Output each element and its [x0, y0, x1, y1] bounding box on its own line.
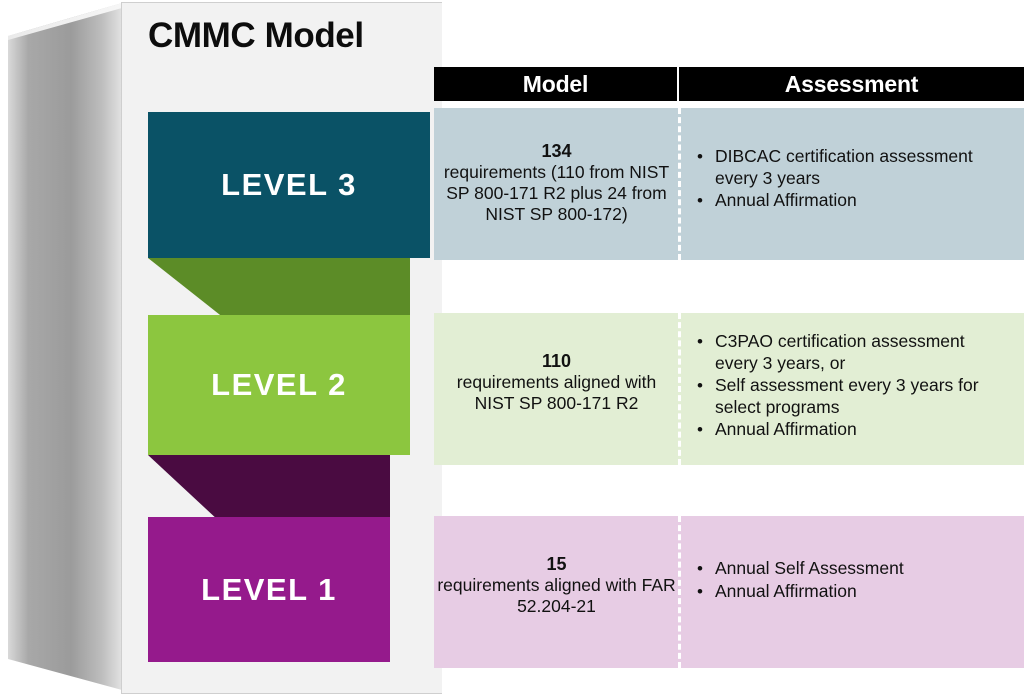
bullet-icon: •	[697, 376, 703, 395]
model-text-level-3: requirements (110 from NIST SP 800-171 R…	[443, 162, 670, 224]
model-cell-level-1: 15 requirements aligned with FAR 52.204-…	[437, 553, 676, 617]
level-bar-label-3: LEVEL 3	[221, 167, 357, 202]
model-count-level-1: 15	[546, 554, 567, 574]
assessment-cell-level-3: • DIBCAC certification assessment every 3…	[690, 146, 1012, 213]
assessment-list-item: • DIBCAC certification assessment every 3…	[697, 146, 1012, 189]
assessment-list-item-label: Annual Affirmation	[715, 190, 857, 210]
assessment-list-item-label: C3PAO certification assessment every 3 y…	[715, 331, 965, 373]
assessment-list-item: • Annual Self Assessment	[697, 558, 1012, 580]
level-bar-label-1: LEVEL 1	[201, 571, 337, 607]
model-cell-level-2: 110 requirements aligned with NIST SP 80…	[437, 350, 676, 414]
column-divider-level-1	[678, 516, 681, 668]
row-band-level-3	[434, 108, 1024, 260]
assessment-list-item: • Annual Affirmation	[697, 190, 1012, 212]
bullet-icon: •	[697, 420, 703, 439]
bullet-icon: •	[697, 581, 703, 601]
level-bar-level-3: LEVEL 3	[148, 112, 430, 258]
assessment-cell-level-1: • Annual Self Assessment • Annual Affirmati…	[690, 558, 1012, 603]
assessment-list-item: • Annual Affirmation	[697, 580, 1012, 603]
level-bar-level-1: LEVEL 1	[148, 517, 390, 662]
bullet-icon: •	[697, 147, 703, 166]
assessment-list-level-1: • Annual Self Assessment • Annual Affirmati…	[690, 558, 1012, 602]
assessment-list-item-label: Annual Self Assessment	[715, 558, 904, 578]
column-divider-level-2	[678, 313, 681, 465]
row-band-level-2	[434, 313, 1024, 465]
assessment-cell-level-2: • C3PAO certification assessment every 3 …	[690, 331, 1012, 442]
assessment-list-item: • Annual Affirmation	[697, 419, 1012, 441]
model-text-level-1: requirements aligned with FAR 52.204-21	[437, 575, 676, 616]
column-header-model: Model	[434, 67, 677, 101]
assessment-list-item-label: DIBCAC certification assessment every 3 …	[715, 146, 973, 188]
model-text-level-2: requirements aligned with NIST SP 800-17…	[456, 372, 657, 413]
model-cell-level-3: 134 requirements (110 from NIST SP 800-1…	[437, 140, 676, 225]
assessment-list-item-label: Annual Affirmation	[715, 419, 857, 439]
bullet-icon: •	[697, 332, 703, 351]
column-header-assessment: Assessment	[679, 67, 1024, 101]
level-bar-label-2: LEVEL 2	[211, 367, 347, 402]
row-band-level-1	[434, 516, 1024, 668]
assessment-list-item-label: Annual Affirmation	[715, 580, 857, 601]
column-divider-level-3	[678, 108, 681, 260]
page-title: CMMC Model	[148, 16, 364, 55]
assessment-list-item: • Self assessment every 3 years for selec…	[697, 375, 1012, 418]
assessment-list-level-3: • DIBCAC certification assessment every 3…	[690, 146, 1012, 212]
assessment-list-item-label: Self assessment every 3 years for select…	[715, 375, 979, 417]
level-bar-level-2: LEVEL 2	[148, 315, 410, 455]
bullet-icon: •	[697, 191, 703, 210]
bullet-icon: •	[697, 559, 703, 578]
model-count-level-2: 110	[541, 351, 572, 371]
three-d-spine-panel	[8, 3, 122, 690]
assessment-list-item: • C3PAO certification assessment every 3 …	[697, 331, 1012, 374]
model-count-level-3: 134	[541, 141, 572, 161]
assessment-list-level-2: • C3PAO certification assessment every 3 …	[690, 331, 1012, 441]
